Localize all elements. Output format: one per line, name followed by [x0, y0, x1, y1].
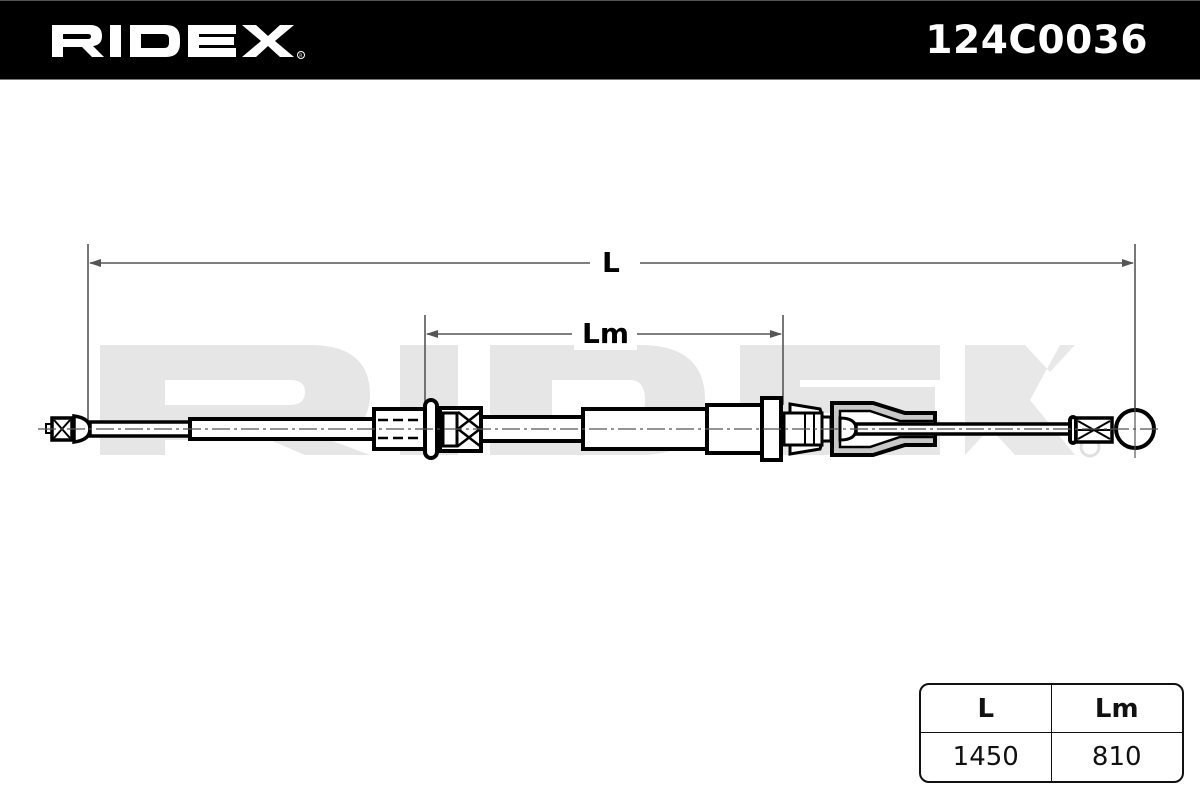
dimension-lm-label: Lm	[574, 318, 638, 350]
centerline	[38, 400, 1162, 458]
ridex-logo: R	[52, 25, 305, 59]
spec-value-lm: 810	[1091, 742, 1142, 772]
spec-value-l: 1450	[921, 733, 1052, 781]
spec-header-lm: Lm	[1051, 685, 1182, 733]
dimension-lm-line	[424, 315, 784, 410]
svg-text:R: R	[299, 53, 302, 59]
header-bar: R 124C0036	[0, 0, 1200, 80]
spec-table: L Lm 1450 810	[919, 683, 1184, 783]
spec-header-l: L	[921, 685, 1052, 733]
part-number: 124C0036	[925, 18, 1148, 63]
registered-mark-icon	[297, 51, 305, 59]
dimension-l-line	[87, 244, 1136, 420]
dimension-l-label: L	[594, 247, 628, 279]
